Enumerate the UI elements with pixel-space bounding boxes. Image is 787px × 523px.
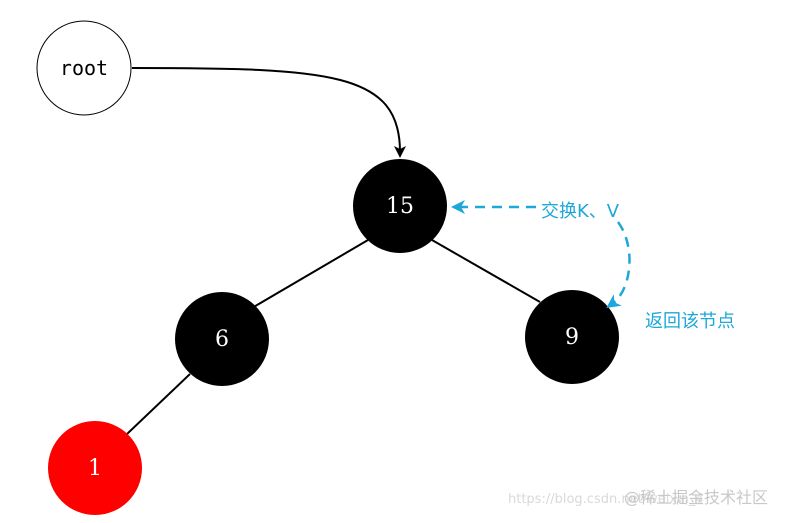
node-label-1: 1: [88, 456, 102, 481]
tree-node-1: 1: [48, 421, 142, 515]
tree-node-15: 15: [353, 159, 447, 253]
watermark-url: https://blog.csdn.net/weixin_4: [508, 492, 704, 507]
root-node: root: [36, 20, 132, 116]
node-label-15: 15: [386, 194, 414, 219]
edge-6-1: [125, 373, 191, 436]
edge-15-9: [431, 239, 541, 303]
swap-kv-annotation: 交换K、V: [541, 201, 620, 222]
tree-node-6: 6: [175, 292, 269, 386]
edge-15-6: [251, 239, 369, 309]
return-arrow: [606, 221, 631, 309]
node-label-6: 6: [215, 327, 229, 352]
tree-node-9: 9: [525, 290, 619, 384]
root-label: root: [60, 56, 108, 80]
node-label-9: 9: [565, 325, 579, 350]
return-node-annotation: 返回该节点: [645, 311, 735, 332]
watermark-brand: @稀土掘金技术社区: [624, 488, 768, 507]
root-pointer-arrow: [131, 67, 406, 158]
